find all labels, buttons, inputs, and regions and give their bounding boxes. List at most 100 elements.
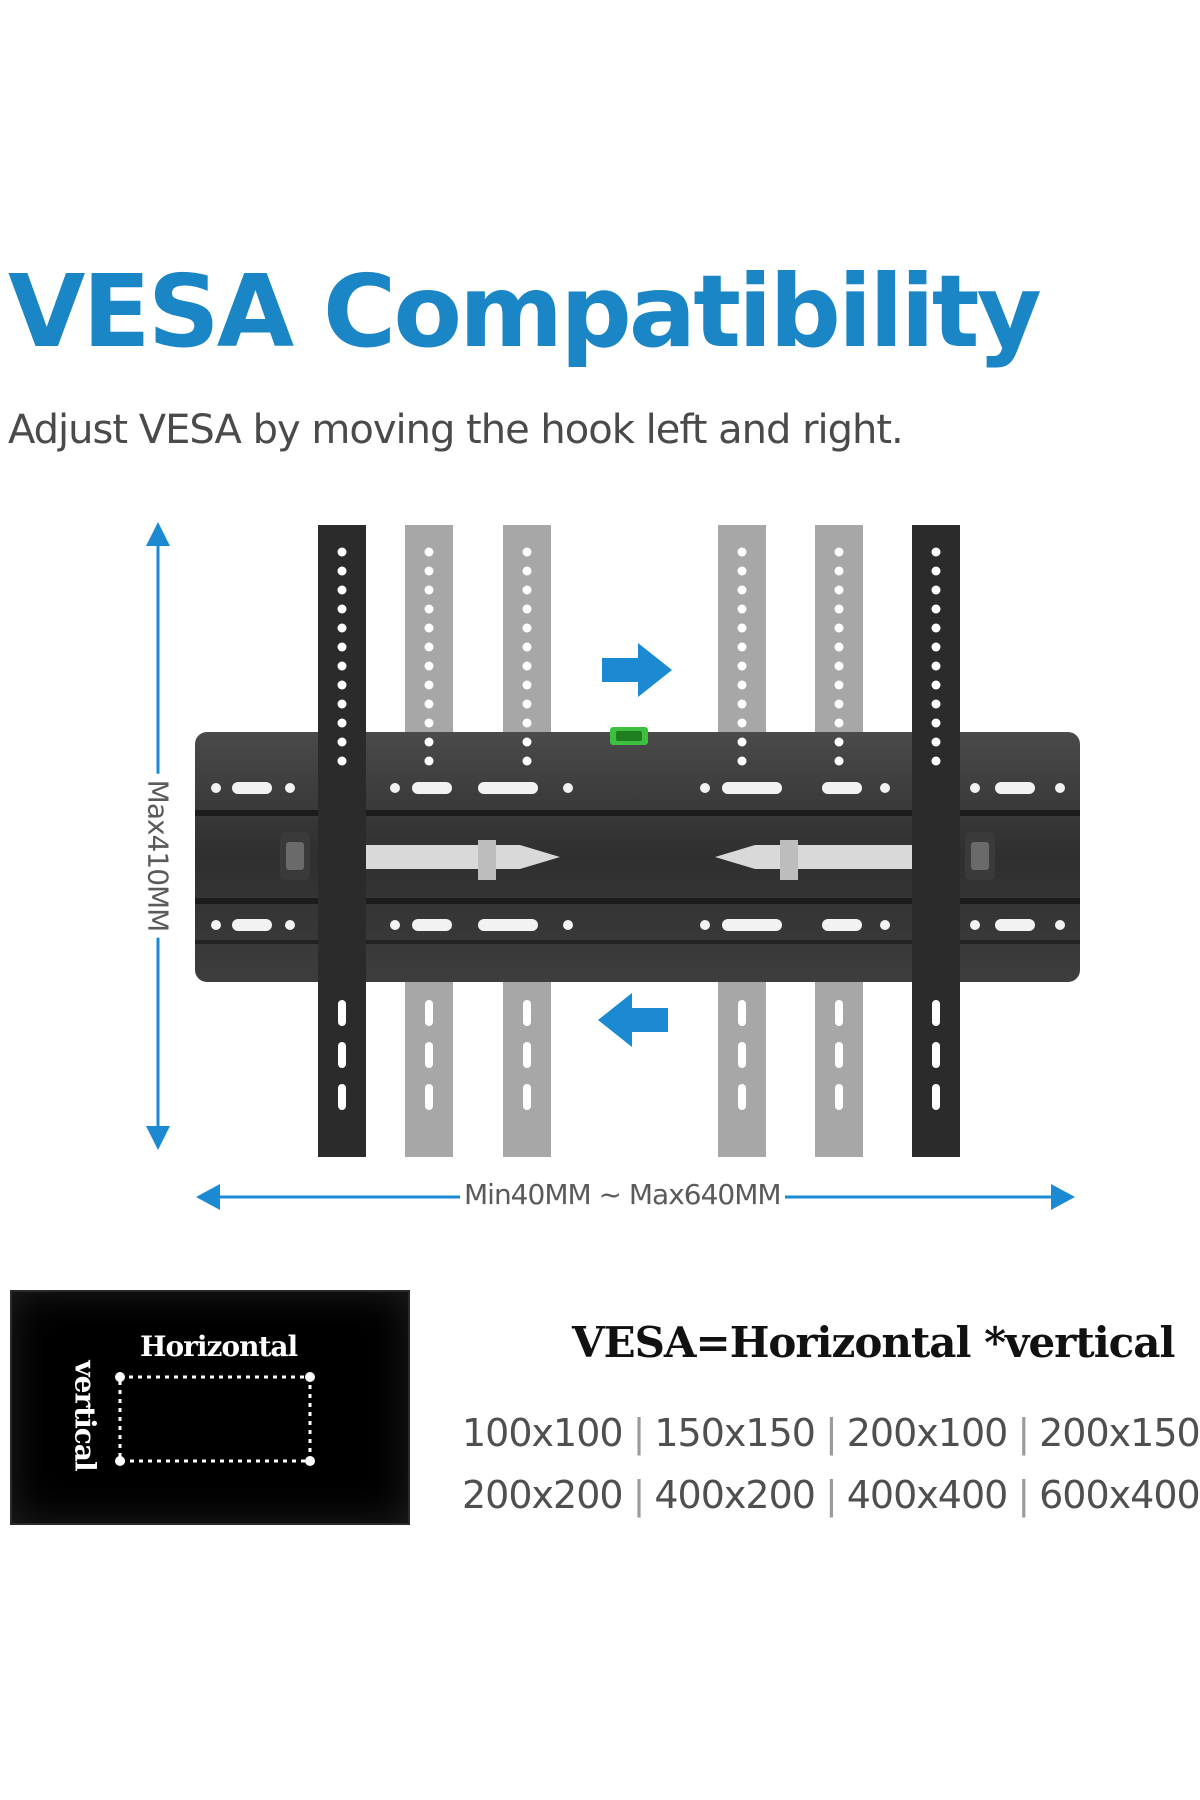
horizontal-label: Horizontal: [140, 1330, 298, 1363]
bracket-hole: [424, 585, 434, 595]
size-item: 400x400: [846, 1473, 1009, 1517]
bracket-hole: [834, 680, 844, 690]
bracket-hole: [424, 547, 434, 557]
bracket-hole: [337, 756, 347, 766]
bracket-hole: [337, 661, 347, 671]
bracket-hole: [737, 699, 747, 709]
bracket-slot: [835, 1084, 843, 1110]
bracket-hole: [337, 566, 347, 576]
bracket-hole: [931, 623, 941, 633]
bracket-slot: [738, 1084, 746, 1110]
size-item: 600x400: [1039, 1473, 1200, 1517]
bracket-hole: [337, 585, 347, 595]
bracket-hole: [931, 547, 941, 557]
bracket-hole: [834, 699, 844, 709]
vertical-dimension-label: Max410MM: [128, 770, 188, 940]
bracket-hole: [737, 661, 747, 671]
bracket-hole: [522, 642, 532, 652]
page-title: VESA Compatibility: [8, 253, 1042, 370]
bracket-hole: [931, 604, 941, 614]
bracket-hole: [834, 756, 844, 766]
bracket-hole: [737, 566, 747, 576]
bracket-hole: [834, 566, 844, 576]
bracket-slot: [338, 1084, 346, 1110]
vesa-size-list: 100x100|150x150|200x100|200x150 200x200|…: [462, 1402, 1200, 1526]
bracket-hole: [931, 737, 941, 747]
bracket-hole: [737, 737, 747, 747]
bracket-hole: [931, 642, 941, 652]
bracket-slot: [523, 1000, 531, 1026]
bracket-hole: [737, 642, 747, 652]
bracket-hole: [522, 547, 532, 557]
bracket-hole: [522, 737, 532, 747]
bracket-slot: [425, 1084, 433, 1110]
bracket-hole: [834, 737, 844, 747]
bracket-hole: [337, 718, 347, 728]
bracket-slot: [523, 1084, 531, 1110]
bracket-slot: [932, 1000, 940, 1026]
mount-diagram: [146, 522, 1080, 1210]
bracket-hole: [931, 699, 941, 709]
bracket-hole: [737, 623, 747, 633]
bracket-hole: [834, 623, 844, 633]
bracket-slot: [425, 1042, 433, 1068]
bracket-slot: [932, 1042, 940, 1068]
bracket-hole: [337, 680, 347, 690]
bracket-hole: [522, 699, 532, 709]
horizontal-dimension-label: Min40MM ~ Max640MM: [460, 1178, 785, 1211]
size-row-2: 200x200|400x200|400x400|600x400: [462, 1473, 1200, 1517]
bracket-hole: [931, 756, 941, 766]
bracket-hole: [424, 756, 434, 766]
bracket-slot: [738, 1000, 746, 1026]
size-item: 200x150: [1039, 1411, 1200, 1455]
bracket-hole: [834, 547, 844, 557]
bracket-hole: [737, 604, 747, 614]
bracket-hole: [737, 680, 747, 690]
vesa-formula: VESA=Horizontal *vertical: [572, 1318, 1175, 1367]
bracket-hole: [424, 623, 434, 633]
bracket-hole: [931, 661, 941, 671]
bracket-hole: [522, 756, 532, 766]
size-item: 400x200: [654, 1473, 816, 1517]
bracket-hole: [424, 680, 434, 690]
bracket-slot: [932, 1084, 940, 1110]
bracket-hole: [522, 585, 532, 595]
size-item: 200x200: [462, 1473, 624, 1517]
bracket-slot: [523, 1042, 531, 1068]
page-subtitle: Adjust VESA by moving the hook left and …: [8, 407, 904, 453]
bracket-hole: [522, 680, 532, 690]
bracket-slot: [338, 1000, 346, 1026]
bracket-hole: [337, 642, 347, 652]
bracket-hole: [424, 566, 434, 576]
bracket-hole: [834, 661, 844, 671]
bracket-hole: [337, 604, 347, 614]
size-item: 100x100: [462, 1411, 624, 1455]
bracket-hole: [522, 604, 532, 614]
bracket-hole: [834, 642, 844, 652]
vesa-icon-panel: [10, 1290, 410, 1525]
bracket-slot: [738, 1042, 746, 1068]
vesa-pattern-icon: [115, 1372, 315, 1466]
size-row-1: 100x100|150x150|200x100|200x150: [462, 1411, 1200, 1455]
bracket-hole: [522, 566, 532, 576]
bracket-holes: [337, 547, 941, 1110]
bracket-hole: [522, 661, 532, 671]
bracket-slot: [425, 1000, 433, 1026]
bracket-hole: [737, 756, 747, 766]
bracket-hole: [737, 585, 747, 595]
bracket-hole: [424, 699, 434, 709]
bracket-hole: [737, 718, 747, 728]
wall-plate: [195, 732, 1080, 982]
bracket-hole: [337, 623, 347, 633]
bracket-hole: [337, 699, 347, 709]
size-item: 150x150: [654, 1411, 816, 1455]
bracket-hole: [424, 661, 434, 671]
arrow-left-icon: [598, 993, 668, 1047]
bracket-hole: [522, 623, 532, 633]
bubble-level-icon: [610, 727, 648, 745]
bracket-hole: [424, 718, 434, 728]
bracket-hole: [424, 737, 434, 747]
bracket-slot: [835, 1042, 843, 1068]
bracket-hole: [931, 566, 941, 576]
bracket-hole: [522, 718, 532, 728]
